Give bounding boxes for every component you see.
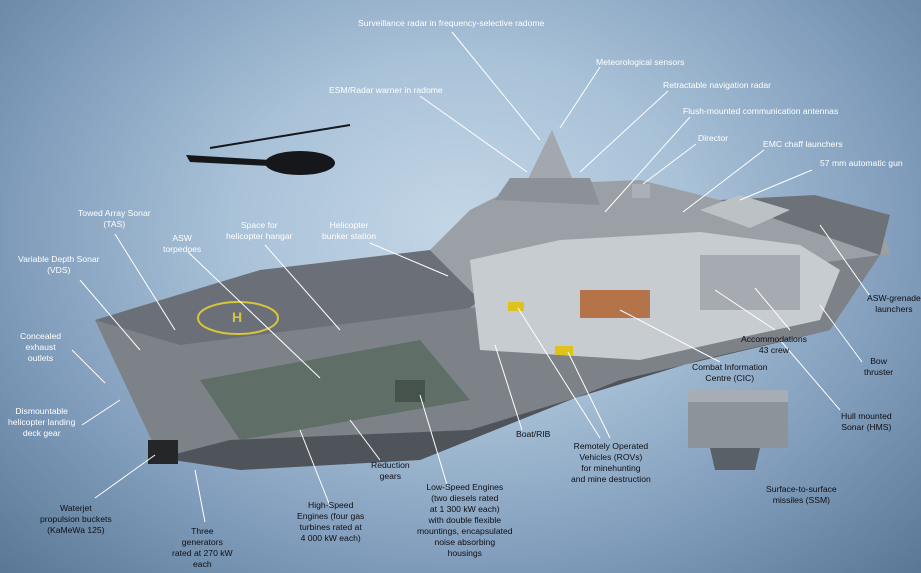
accommodation-bunks <box>700 255 800 310</box>
leader-asw-torpedo <box>187 251 321 379</box>
label-waterjet: Waterjet propulsion buckets (KaMeWa 125) <box>40 503 112 535</box>
label-meteorological-sensors: Meteorological sensors <box>596 57 685 67</box>
ssm-base <box>710 448 760 470</box>
cic-room <box>580 290 650 318</box>
director-dome <box>632 184 650 198</box>
label-accommodations: Accommodations 43 crew <box>741 334 807 355</box>
leader-cic <box>619 309 721 363</box>
leader-nav-radar <box>579 90 669 173</box>
flight-deck <box>95 250 480 345</box>
label-57mm-gun: 57 mm automatic gun <box>820 158 903 168</box>
label-landing-gear: Dismountable helicopter landing deck gea… <box>8 406 76 438</box>
leader-meteo <box>559 66 601 129</box>
leader-asw-grenade <box>819 224 871 297</box>
helicopter-tail <box>186 155 270 166</box>
ssm-launcher-top <box>688 390 788 402</box>
ssm-launcher <box>688 398 788 448</box>
waterjet-bucket <box>148 440 178 464</box>
label-bow-thruster: Bow thruster <box>864 356 894 377</box>
gun-mount <box>700 195 790 228</box>
helicopter-body <box>265 151 335 175</box>
leader-esm <box>419 95 528 173</box>
label-surveillance-radar: Surveillance radar in frequency-selectiv… <box>358 18 545 28</box>
label-esm-radar-warner: ESM/Radar warner in radome <box>329 85 443 95</box>
leader-landing-gear <box>81 399 121 426</box>
label-towed-array-sonar: Towed Array Sonar (TAS) <box>78 208 151 229</box>
leader-surveillance <box>451 31 541 141</box>
label-rovs: Remotely Operated Vehicles (ROVs) for mi… <box>571 441 651 484</box>
rov-2 <box>555 346 573 355</box>
leader-vds <box>79 279 141 351</box>
label-generators: Three generators rated at 270 kW each <box>172 526 233 569</box>
leader-lines <box>71 31 871 523</box>
leader-chaff <box>682 149 765 213</box>
leader-director <box>642 143 697 185</box>
mast-base <box>495 178 600 205</box>
label-hull-sonar: Hull mounted Sonar (HMS) <box>841 411 892 432</box>
helicopter-rotor <box>209 124 351 149</box>
label-boat-rib: Boat/RIB <box>516 429 551 439</box>
label-asw-torpedoes: ASW torpedoes <box>163 233 202 254</box>
leader-accomm-2 <box>754 287 791 331</box>
label-helicopter-bunker: Helicopter bunker station <box>322 220 376 241</box>
leader-tas <box>114 233 176 331</box>
label-cic: Combat Information Centre (CIC) <box>692 362 768 383</box>
leader-bow-thruster <box>819 304 863 363</box>
label-helicopter-hangar: Space for helicopter hangar <box>226 220 293 241</box>
leader-high-speed <box>299 429 331 507</box>
leader-reduction-gears <box>349 419 381 461</box>
leader-flush-antennas <box>604 116 691 213</box>
helicopter-pad-marking: H <box>232 309 242 325</box>
rov-1 <box>508 302 524 311</box>
label-low-speed-engines: Low-Speed Engines (two diesels rated at … <box>417 482 513 558</box>
leader-waterjet <box>94 454 156 499</box>
label-ssm: Surface-to-surface missiles (SSM) <box>766 484 837 505</box>
leader-gun <box>739 169 813 201</box>
label-high-speed-engines: High-Speed Engines (four gas turbines ra… <box>297 500 365 543</box>
label-director: Director <box>698 133 729 143</box>
label-variable-depth-sonar: Variable Depth Sonar (VDS) <box>18 254 100 275</box>
label-retractable-nav-radar: Retractable navigation radar <box>663 80 771 90</box>
leader-generators <box>194 469 206 523</box>
generator-block <box>395 380 425 402</box>
label-reduction-gears: Reduction gears <box>371 460 410 481</box>
hull-bottom-shadow <box>160 330 830 470</box>
label-flush-antennas: Flush-mounted communication antennas <box>683 106 839 116</box>
leader-low-speed <box>419 394 449 489</box>
leader-bunker <box>369 242 449 277</box>
leader-hms <box>779 339 841 411</box>
leader-hangar <box>264 244 341 331</box>
leader-exhaust <box>71 349 106 384</box>
engine-room <box>200 340 470 440</box>
label-asw-grenade: ASW-grenade launchers <box>867 293 921 314</box>
mast-radome <box>525 130 575 185</box>
label-emc-chaff: EMC chaff launchers <box>763 139 843 149</box>
leader-accomm-1 <box>714 289 776 331</box>
label-exhaust-outlets: Concealed exhaust outlets <box>20 331 62 363</box>
leader-rov-1 <box>517 307 601 439</box>
helicopter-pad <box>197 301 279 335</box>
leader-boat <box>494 344 523 431</box>
leader-rov-2 <box>567 351 611 439</box>
